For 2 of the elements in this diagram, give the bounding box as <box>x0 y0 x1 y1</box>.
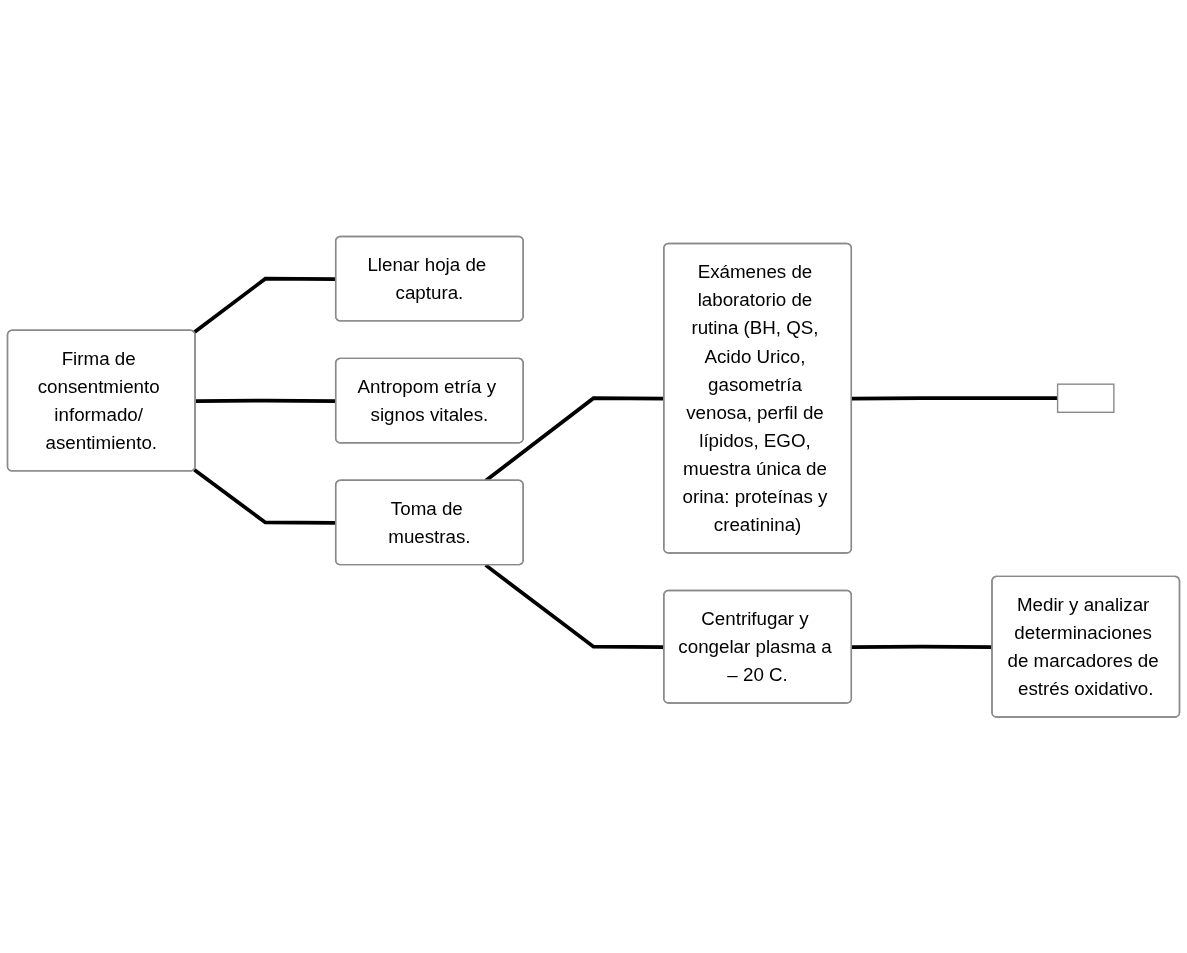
connector <box>851 396 1058 401</box>
node-box <box>1056 383 1115 413</box>
